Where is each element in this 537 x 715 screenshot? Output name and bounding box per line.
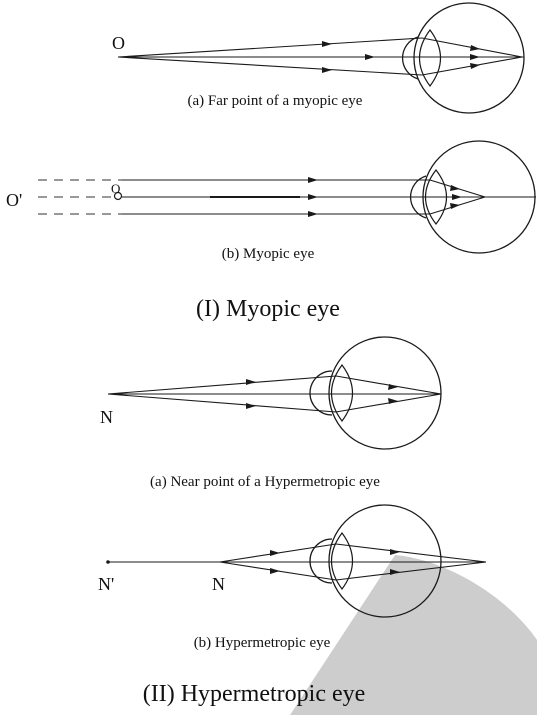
point-label-o: O bbox=[112, 33, 125, 53]
arrowhead bbox=[322, 67, 332, 73]
arrowhead bbox=[308, 177, 318, 183]
ray-upper-refracted bbox=[335, 543, 487, 563]
heading-myopic: (I) Myopic eye bbox=[196, 296, 340, 322]
ray-upper bbox=[117, 37, 423, 58]
arrowhead bbox=[450, 203, 460, 209]
hypermetropic-near-point-figure: N (a) Near point of a Hypermetropic eye bbox=[100, 336, 442, 490]
near-point-dot bbox=[106, 560, 110, 564]
arrowhead bbox=[390, 569, 400, 575]
point-label-o-prime: O' bbox=[6, 190, 22, 210]
eye-lens bbox=[424, 169, 448, 225]
arrowhead bbox=[388, 398, 398, 404]
myopic-far-point-figure: O (a) Far point of a myopic eye bbox=[112, 2, 525, 114]
eye-lens bbox=[331, 363, 353, 423]
arrowhead bbox=[390, 549, 400, 555]
arrowhead bbox=[470, 54, 480, 60]
arrowhead bbox=[246, 403, 256, 409]
caption-hypermetropic-a: (a) Near point of a Hypermetropic eye bbox=[150, 474, 380, 490]
arrowhead bbox=[452, 194, 462, 200]
eyeball bbox=[328, 504, 442, 618]
arrowhead bbox=[450, 185, 460, 191]
point-label-o: O bbox=[111, 181, 120, 196]
arrowhead bbox=[308, 211, 318, 217]
ray-upper-refracted bbox=[335, 375, 442, 395]
caption-myopic-b: (b) Myopic eye bbox=[222, 246, 315, 262]
cornea bbox=[401, 36, 419, 80]
eyeball bbox=[328, 336, 442, 450]
heading-hypermetropic: (II) Hypermetropic eye bbox=[143, 681, 366, 707]
arrowhead bbox=[322, 41, 332, 47]
ray-lower bbox=[117, 56, 423, 76]
arrowhead bbox=[246, 379, 256, 385]
arrowhead bbox=[270, 550, 280, 556]
point-label-n-prime: N' bbox=[98, 574, 114, 594]
ray-upper bbox=[107, 375, 337, 395]
arrowhead bbox=[388, 384, 398, 390]
watermark-shape bbox=[290, 555, 537, 715]
arrowhead bbox=[470, 63, 480, 69]
cornea bbox=[309, 538, 333, 584]
hypermetropic-eye-figure: N' N (b) Hypermetropic eye bbox=[98, 504, 487, 651]
cornea bbox=[309, 370, 333, 416]
arrowhead bbox=[308, 194, 318, 200]
eyeball bbox=[413, 2, 525, 114]
eye-lens bbox=[331, 531, 353, 591]
ray-lower bbox=[107, 393, 337, 413]
ray-lower-refracted bbox=[335, 393, 442, 413]
point-label-n: N bbox=[212, 574, 225, 594]
caption-hypermetropic-b: (b) Hypermetropic eye bbox=[194, 635, 331, 651]
caption-myopic-a: (a) Far point of a myopic eye bbox=[188, 93, 363, 109]
arrowhead bbox=[470, 45, 480, 51]
arrowhead bbox=[270, 568, 280, 574]
arrowhead bbox=[365, 54, 375, 60]
point-label-n: N bbox=[100, 407, 113, 427]
object-point bbox=[113, 191, 123, 201]
eye-lens bbox=[419, 28, 441, 88]
ray-lower-refracted bbox=[335, 561, 487, 581]
myopic-eye-figure: O' O (b) Myopic eye bbox=[6, 140, 536, 262]
